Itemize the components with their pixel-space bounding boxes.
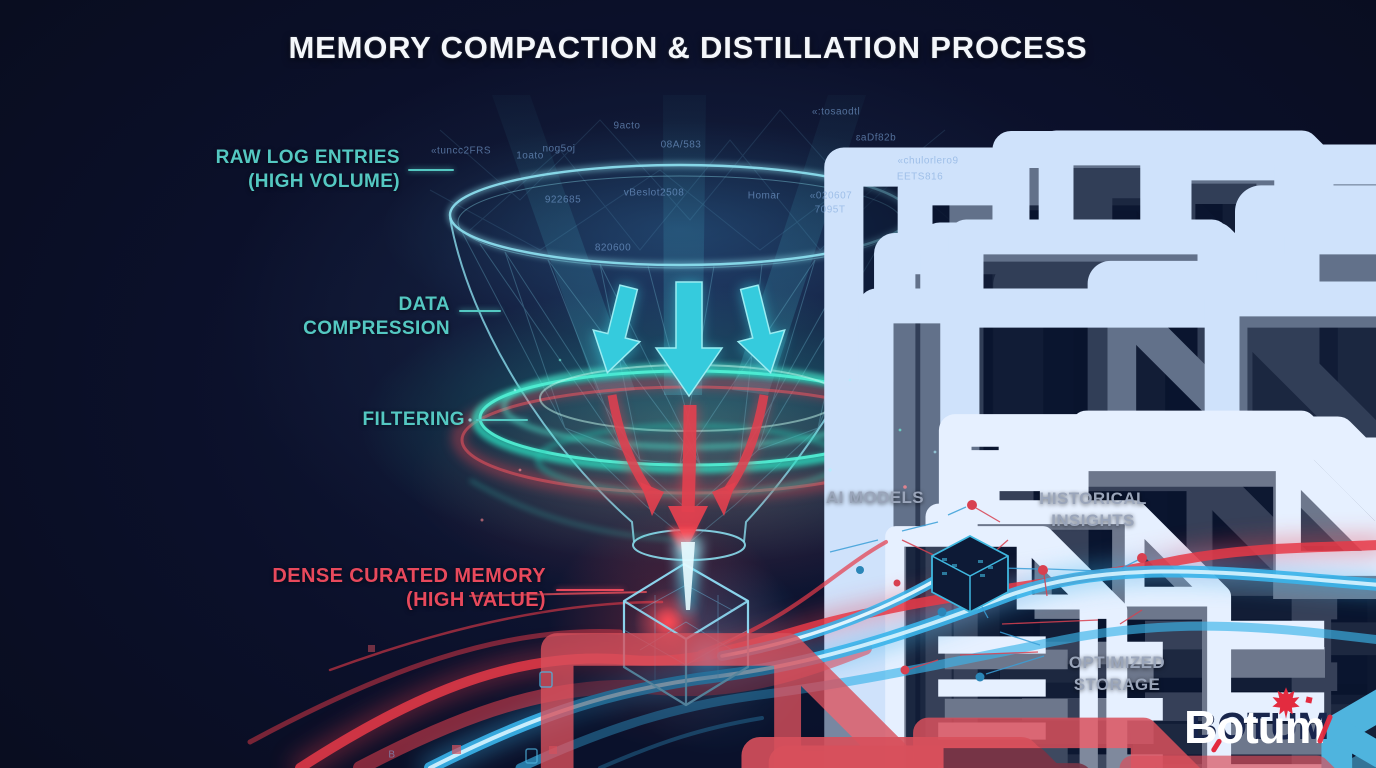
leader-line-compression [459, 310, 501, 312]
label-compression-line2: COMPRESSION [303, 318, 450, 339]
label-raw-log-line1: RAW LOG ENTRIES [215, 147, 400, 168]
label-compression-line1: DATA [398, 294, 450, 315]
bottom-documents [368, 645, 1376, 768]
scatter-text: nog5oj [542, 143, 576, 155]
label-raw-log-entries: RAW LOG ENTRIES (HIGH VOLUME) [216, 146, 400, 194]
botum-logo: BOTUM Botum [1182, 687, 1362, 758]
maple-leaf-icon [1272, 687, 1300, 719]
logo-shadow-text: BOTUM [1190, 706, 1329, 748]
label-dense-line1: DENSE CURATED MEMORY [272, 565, 546, 587]
scatter-text: EETS816 [896, 171, 944, 183]
scatter-text: «chulorlero9 [897, 155, 959, 167]
scatter-text: 08A/583 [660, 139, 702, 151]
label-ai-models: AI MODELS [826, 488, 925, 507]
leader-line-dense-memory [556, 589, 624, 591]
label-raw-log-line2: (HIGH VOLUME) [248, 171, 400, 192]
leader-line-filtering [476, 419, 528, 421]
scatter-text: 820600 [594, 242, 632, 254]
logo-text: Botum [1184, 701, 1325, 753]
scatter-text: 1oato [516, 150, 544, 162]
label-optimized-line1: OPTIMIZED [1068, 653, 1166, 672]
scatter-text: «020607 [809, 190, 853, 202]
label-dense-curated-memory: DENSE CURATED MEMORY (HIGH VALUE) [272, 564, 546, 612]
label-filtering: FILTERING [362, 409, 465, 430]
page-title: MEMORY COMPACTION & DISTILLATION PROCESS [288, 30, 1088, 65]
label-historical-line2: INSIGHTS [1051, 511, 1135, 530]
scatter-text: vBeslot2508 [623, 187, 685, 199]
logo-accent-square [1305, 696, 1313, 704]
scatter-text: ɛaDf82b [855, 132, 897, 144]
scatter-text: B [388, 749, 396, 761]
scatter-text: 9acto [613, 120, 641, 132]
teal-arrows [590, 281, 788, 398]
label-optimized-line2: STORAGE [1073, 675, 1161, 694]
central-cube [931, 534, 1009, 614]
energy-beam [674, 540, 702, 614]
red-arrows [606, 393, 770, 546]
logo-m-accent [1317, 714, 1333, 744]
scatter-text: 7095T [814, 204, 846, 216]
label-data-compression: DATA COMPRESSION [303, 293, 450, 341]
label-optimized-storage: OPTIMIZED STORAGE [1056, 652, 1178, 696]
sparkles [468, 358, 937, 522]
label-historical-line1: HISTORICAL [1039, 489, 1147, 508]
leader-line-raw-log [408, 169, 454, 171]
scatter-text: Homar [747, 190, 781, 202]
magnifier-handle-icon [1211, 738, 1222, 753]
scatter-text: 922685 [544, 194, 582, 206]
label-dense-line2: (HIGH VALUE) [406, 589, 546, 611]
network-nodes [856, 500, 1147, 682]
label-historical-insights: HISTORICAL INSIGHTS [1032, 488, 1154, 532]
scatter-text: «tuncc2FRS [430, 145, 492, 157]
network-graph [829, 500, 1376, 768]
scatter-text: «:tosaodtl [811, 106, 861, 118]
